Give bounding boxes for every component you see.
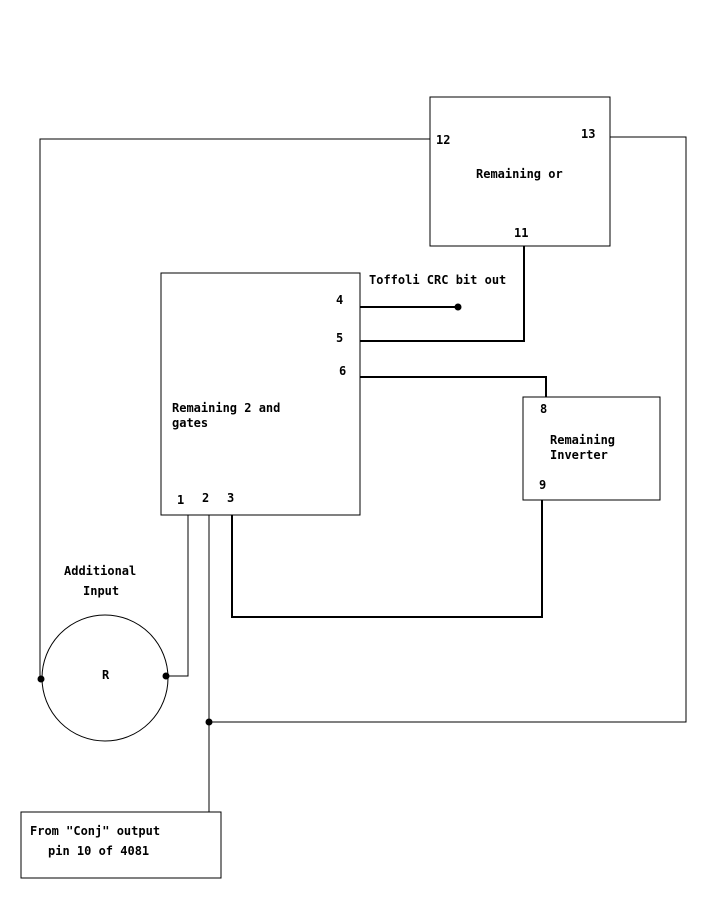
- inverter-block: 8 Remaining Inverter 9: [522, 396, 661, 501]
- or-pin-12: 12: [436, 133, 450, 147]
- source-label-line2: pin 10 of 4081: [48, 844, 149, 858]
- or-gate-label: Remaining or: [476, 167, 563, 181]
- junction-node: [205, 718, 213, 726]
- or-pin-11: 11: [514, 226, 528, 240]
- inverter-pin-9: 9: [539, 478, 546, 492]
- wire-or11-to-and5: [360, 246, 525, 342]
- and-pin-3: 3: [227, 491, 234, 505]
- source-block: From "Conj" output pin 10 of 4081: [20, 811, 222, 879]
- source-label-line1: From "Conj" output: [30, 824, 160, 838]
- and-gates-block: 4 5 6 Remaining 2 and gates 1 2 3: [160, 272, 361, 516]
- wire-or13-to-junction: [209, 136, 687, 723]
- inverter-box: [522, 396, 661, 501]
- and-pin-5: 5: [336, 331, 343, 345]
- and-pin-1: 1: [177, 493, 184, 507]
- or-gate-block: 12 13 Remaining or 11: [429, 96, 611, 247]
- and-gates-box: [160, 272, 361, 516]
- wire-and1-to-resistor: [166, 515, 189, 677]
- resistor-node-left: [37, 675, 45, 683]
- resistor-block: Additional Input R: [37, 564, 170, 742]
- source-box: [20, 811, 222, 879]
- inverter-pin-8: 8: [540, 402, 547, 416]
- inverter-label-line1: Remaining: [550, 433, 615, 447]
- wire-or12-to-resistor: [39, 138, 430, 679]
- wire-and6-to-inv8: [360, 376, 547, 398]
- resistor-caption-line2: Input: [83, 584, 119, 598]
- resistor-caption-line1: Additional: [64, 564, 136, 578]
- and-gates-label-line1: Remaining 2 and: [172, 401, 280, 415]
- wire-inv9-to-and3: [231, 500, 543, 618]
- toffoli-output-node: [454, 303, 462, 311]
- inverter-label-line2: Inverter: [550, 448, 608, 462]
- and-pin-2: 2: [202, 491, 209, 505]
- toffoli-output-label: Toffoli CRC bit out: [369, 273, 506, 287]
- resistor-label: R: [102, 668, 110, 682]
- and-pin-4: 4: [336, 293, 343, 307]
- resistor-node-right: [162, 672, 170, 680]
- or-pin-13: 13: [581, 127, 595, 141]
- or-gate-box: [429, 96, 611, 247]
- and-pin-6: 6: [339, 364, 346, 378]
- and-gates-label-line2: gates: [172, 416, 208, 430]
